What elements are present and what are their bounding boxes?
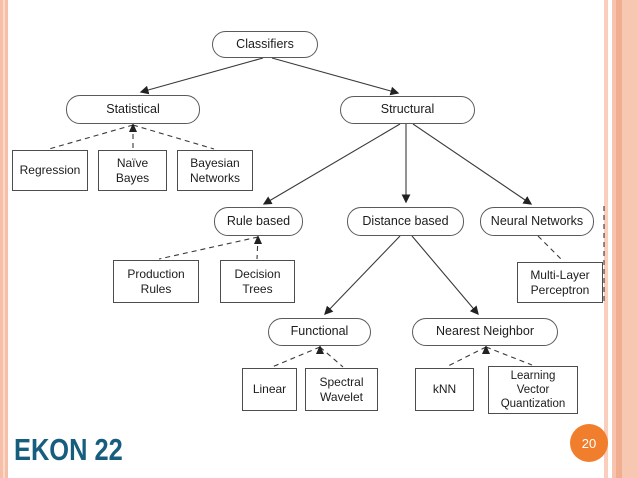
node-spectral-wavelet: Spectral Wavelet (305, 368, 378, 411)
left-border-stripe (0, 0, 8, 478)
node-regression: Regression (12, 150, 88, 191)
page-number-badge: 20 (570, 424, 608, 462)
node-rule-based: Rule based (214, 207, 303, 236)
node-neural-networks: Neural Networks (480, 207, 594, 236)
node-bayesian-networks: Bayesian Networks (177, 150, 253, 191)
node-distance-based: Distance based (347, 207, 464, 236)
node-decision-trees: Decision Trees (220, 260, 295, 303)
node-naive-bayes: Naïve Bayes (98, 150, 167, 191)
page-number: 20 (581, 435, 597, 451)
ekon-logo: EKON 22 (14, 432, 123, 467)
node-knn: kNN (415, 368, 474, 411)
node-statistical: Statistical (66, 95, 200, 124)
node-nearest-neighbor: Nearest Neighbor (412, 318, 558, 346)
node-multi-layer-perceptron: Multi-Layer Perceptron (517, 262, 603, 303)
node-structural: Structural (340, 96, 475, 124)
node-learning-vector-quantization: Learning Vector Quantization (488, 366, 578, 414)
right-border-stripe-wide (612, 0, 638, 478)
node-linear: Linear (242, 368, 297, 411)
node-functional: Functional (268, 318, 371, 346)
right-border-stripe-thin (604, 0, 608, 478)
node-production-rules: Production Rules (113, 260, 199, 303)
node-classifiers: Classifiers (212, 31, 318, 58)
